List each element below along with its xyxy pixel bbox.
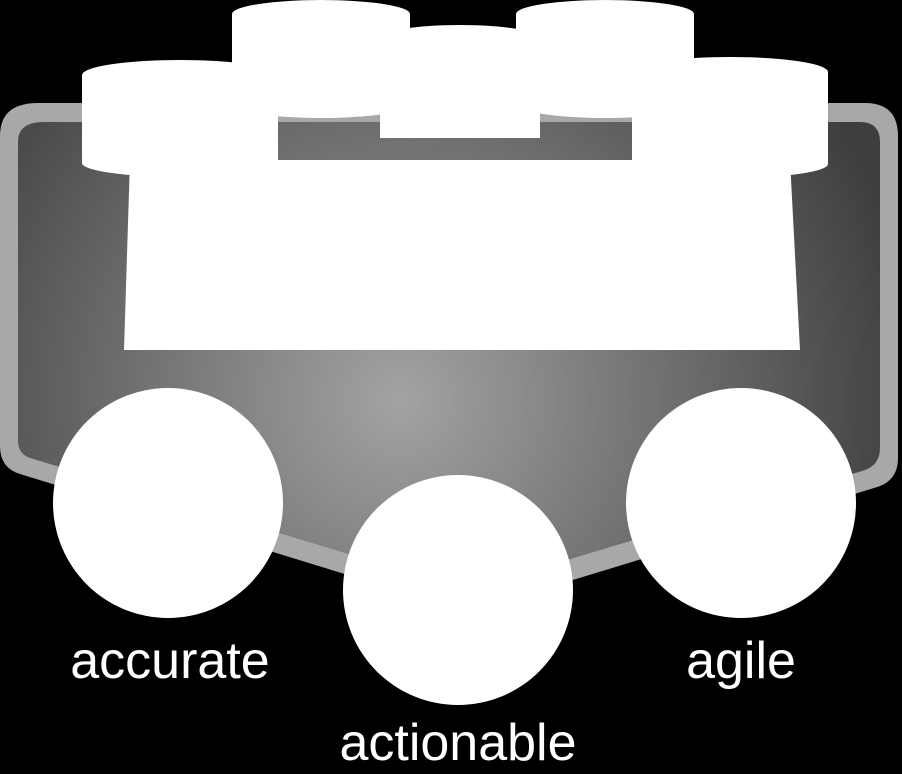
wheel-agile xyxy=(626,388,856,618)
label-actionable: actionable xyxy=(339,714,576,772)
cargo xyxy=(82,0,828,350)
label-accurate: accurate xyxy=(70,632,269,690)
wheel-actionable xyxy=(343,475,573,705)
cargo-cylinder-right xyxy=(632,57,828,178)
cargo-block xyxy=(124,160,800,350)
cargo-cylinder-center xyxy=(380,25,540,138)
label-agile: agile xyxy=(686,632,796,690)
wheel-accurate xyxy=(53,388,283,618)
